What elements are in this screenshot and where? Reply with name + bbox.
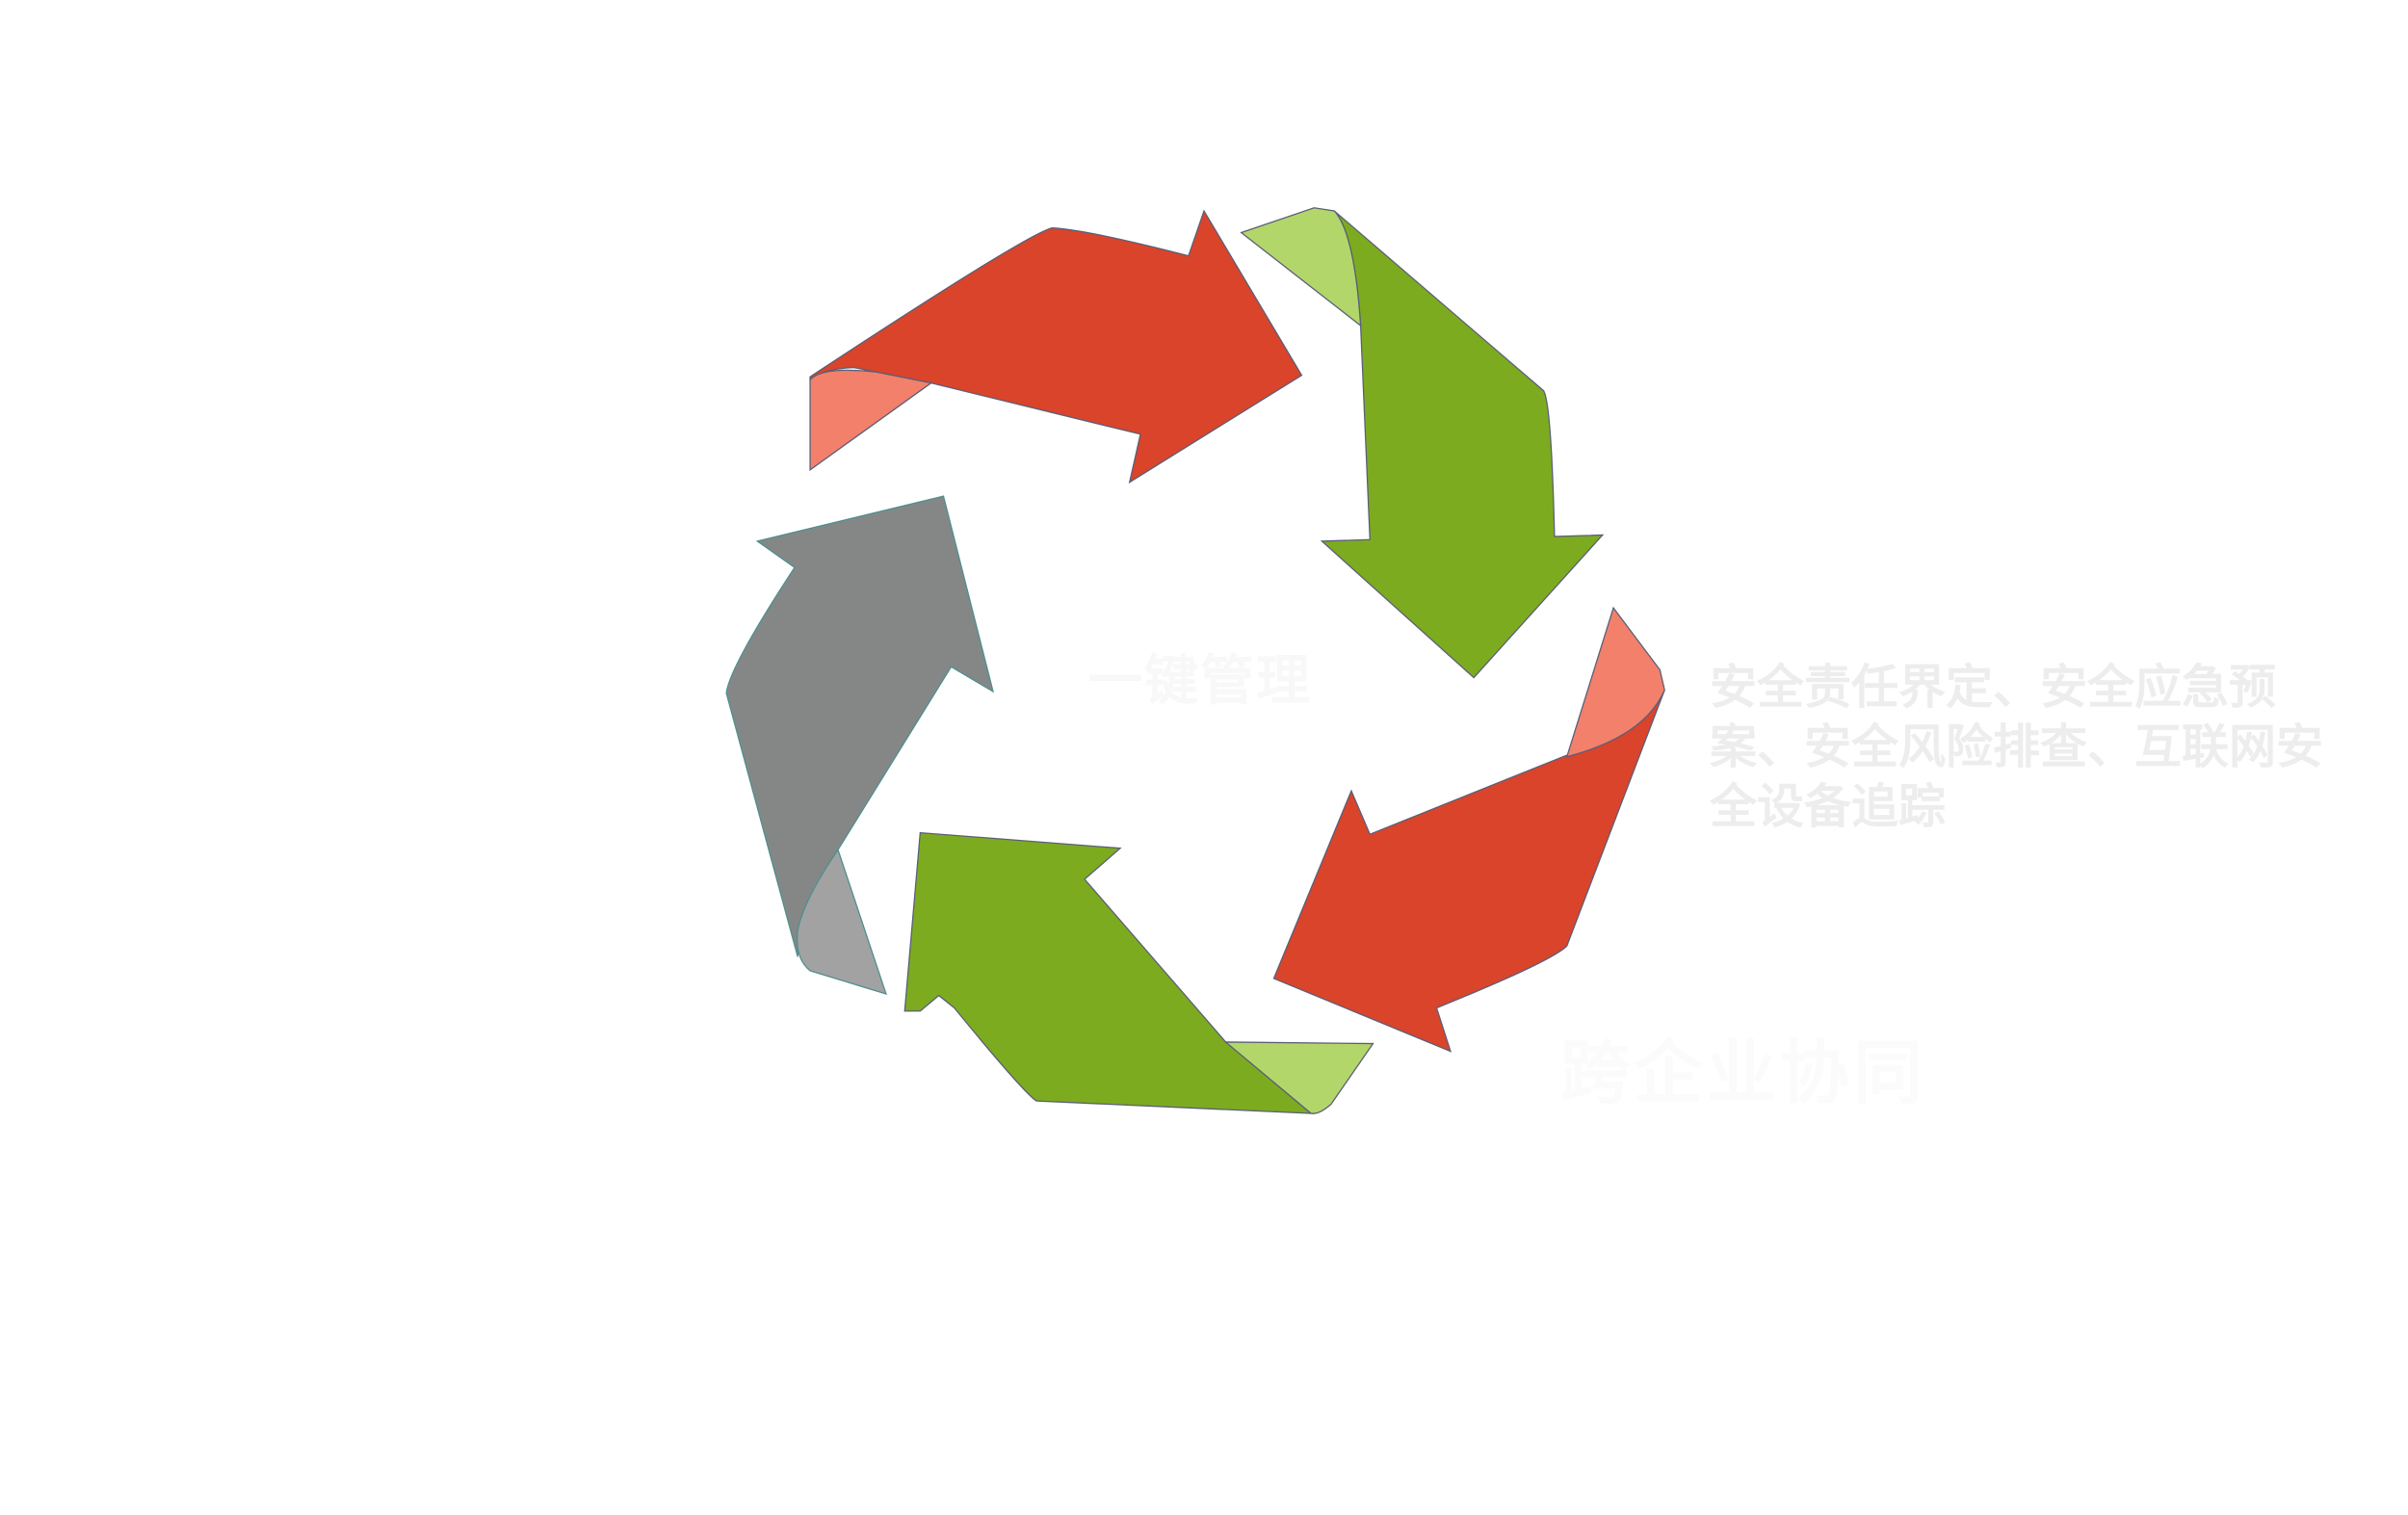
arrow-bottom-right-red-fold [1565,606,1665,758]
arrow-left-gray-fold [797,848,887,996]
arrow-right-green-body [1320,210,1605,679]
center-label: 一键管理 [1088,650,1312,713]
arrow-right-green-fold [1240,207,1362,327]
arrow-bottom-green-body [903,831,1313,1114]
description-label: 安全责任界定、安全应急预案、安全风险排查、互联网安全设备追踪 [1710,659,2324,834]
arrow-bottom-right-red-body [1272,690,1665,1053]
arrow-top-red [809,209,1303,484]
arrow-bottom-green-fold [1223,1041,1374,1114]
arrow-left-gray [725,495,995,996]
arrow-bottom-right-red [1272,606,1665,1053]
arrow-top-red-body [809,209,1303,484]
arrow-right-green [1240,207,1605,679]
collaboration-label: 跨企业协同 [1560,1032,1927,1113]
arrow-top-red-fold [809,369,933,472]
arrow-bottom-green [903,831,1374,1114]
